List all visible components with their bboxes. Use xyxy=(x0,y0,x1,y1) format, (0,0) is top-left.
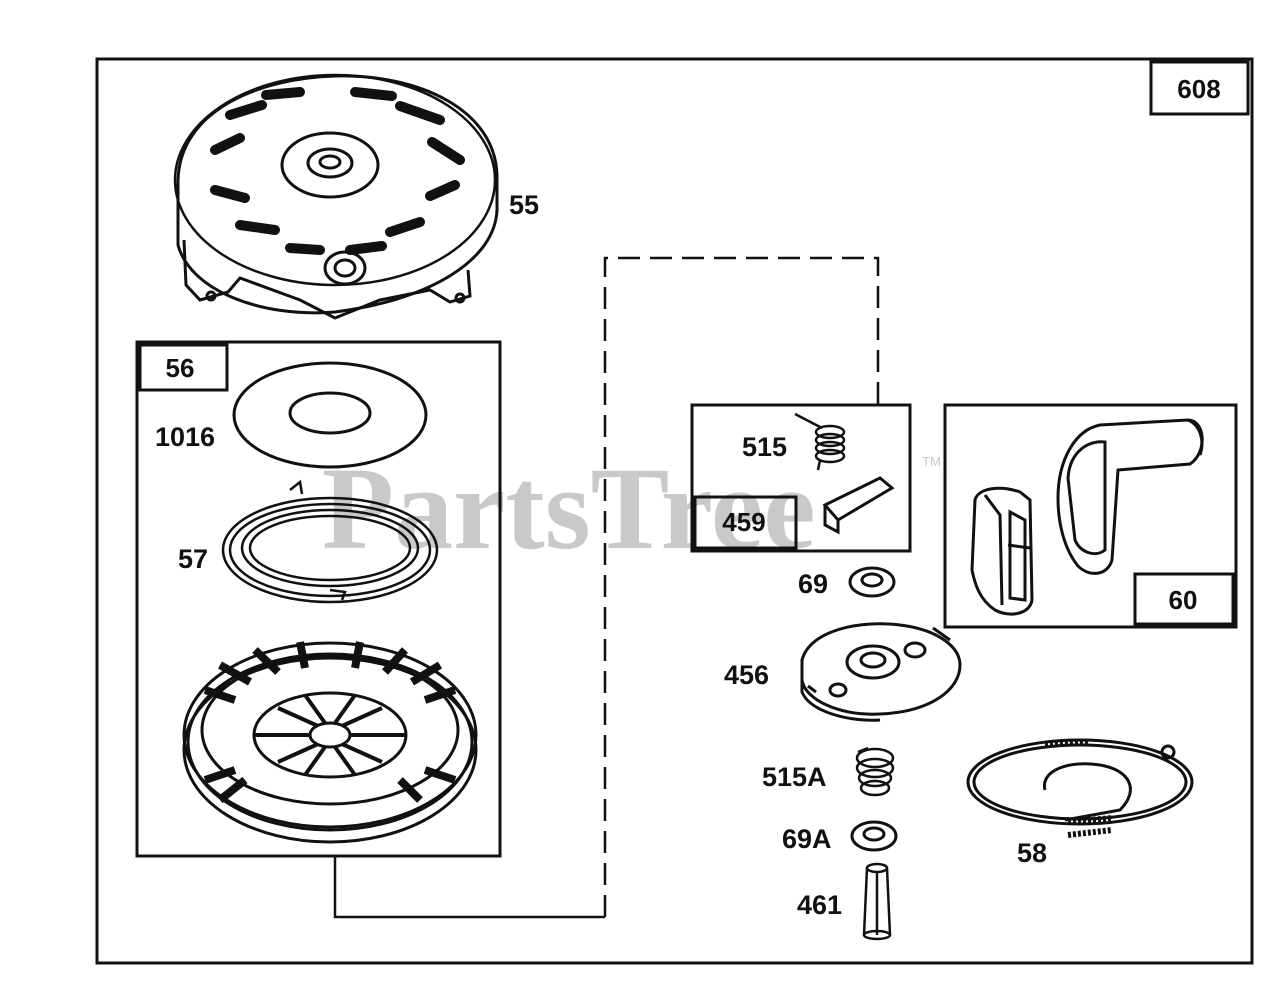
assembly-number-box xyxy=(1149,60,1250,116)
spring-515a-part[interactable] xyxy=(855,746,895,797)
handle-kit-box xyxy=(943,403,1238,629)
starter-rope-58-part[interactable] xyxy=(966,738,1194,838)
handle-kit-number-box xyxy=(1133,572,1235,626)
starter-pulley-kit-number: 56 xyxy=(166,353,195,383)
part-label-1016: 1016 xyxy=(155,422,215,452)
assembly-number: 608 xyxy=(1177,74,1220,104)
ratchet-456-part[interactable] xyxy=(800,622,962,722)
starter-pulley-kit-box xyxy=(135,340,502,858)
part-label-515a: 515A xyxy=(762,762,827,792)
handle-kit-number: 60 xyxy=(1169,585,1198,615)
watermark-tm: TM xyxy=(922,454,941,469)
part-label-57: 57 xyxy=(178,544,208,574)
starter-pulley-part[interactable] xyxy=(182,641,478,844)
outer-frame xyxy=(95,57,1254,965)
starter-housing-part[interactable] xyxy=(173,73,499,320)
pin-461-part[interactable] xyxy=(862,862,892,941)
clip-459-part[interactable] xyxy=(822,476,895,535)
washer-1016-part[interactable] xyxy=(232,361,428,469)
starter-handle-part[interactable] xyxy=(970,418,1204,616)
spring-kit-number: 459 xyxy=(722,507,765,537)
part-label-461: 461 xyxy=(797,890,842,920)
connector-line-dashed xyxy=(603,256,880,917)
washer-69a-part[interactable] xyxy=(850,820,898,852)
part-label-58: 58 xyxy=(1017,838,1047,868)
part-label-456: 456 xyxy=(724,660,769,690)
spring-kit-box xyxy=(690,403,912,553)
part-label-55: 55 xyxy=(509,190,539,220)
part-label-69a: 69A xyxy=(782,824,832,854)
part-label-515: 515 xyxy=(742,432,787,462)
spring-kit-number-box xyxy=(693,495,798,550)
rewind-spring-57-part[interactable] xyxy=(221,479,439,604)
spring-515-part[interactable] xyxy=(794,412,846,471)
part-label-69: 69 xyxy=(798,569,828,599)
washer-69-part[interactable] xyxy=(848,566,896,598)
starter-pulley-kit-number-box xyxy=(138,343,229,392)
connector-line-solid xyxy=(333,856,605,919)
